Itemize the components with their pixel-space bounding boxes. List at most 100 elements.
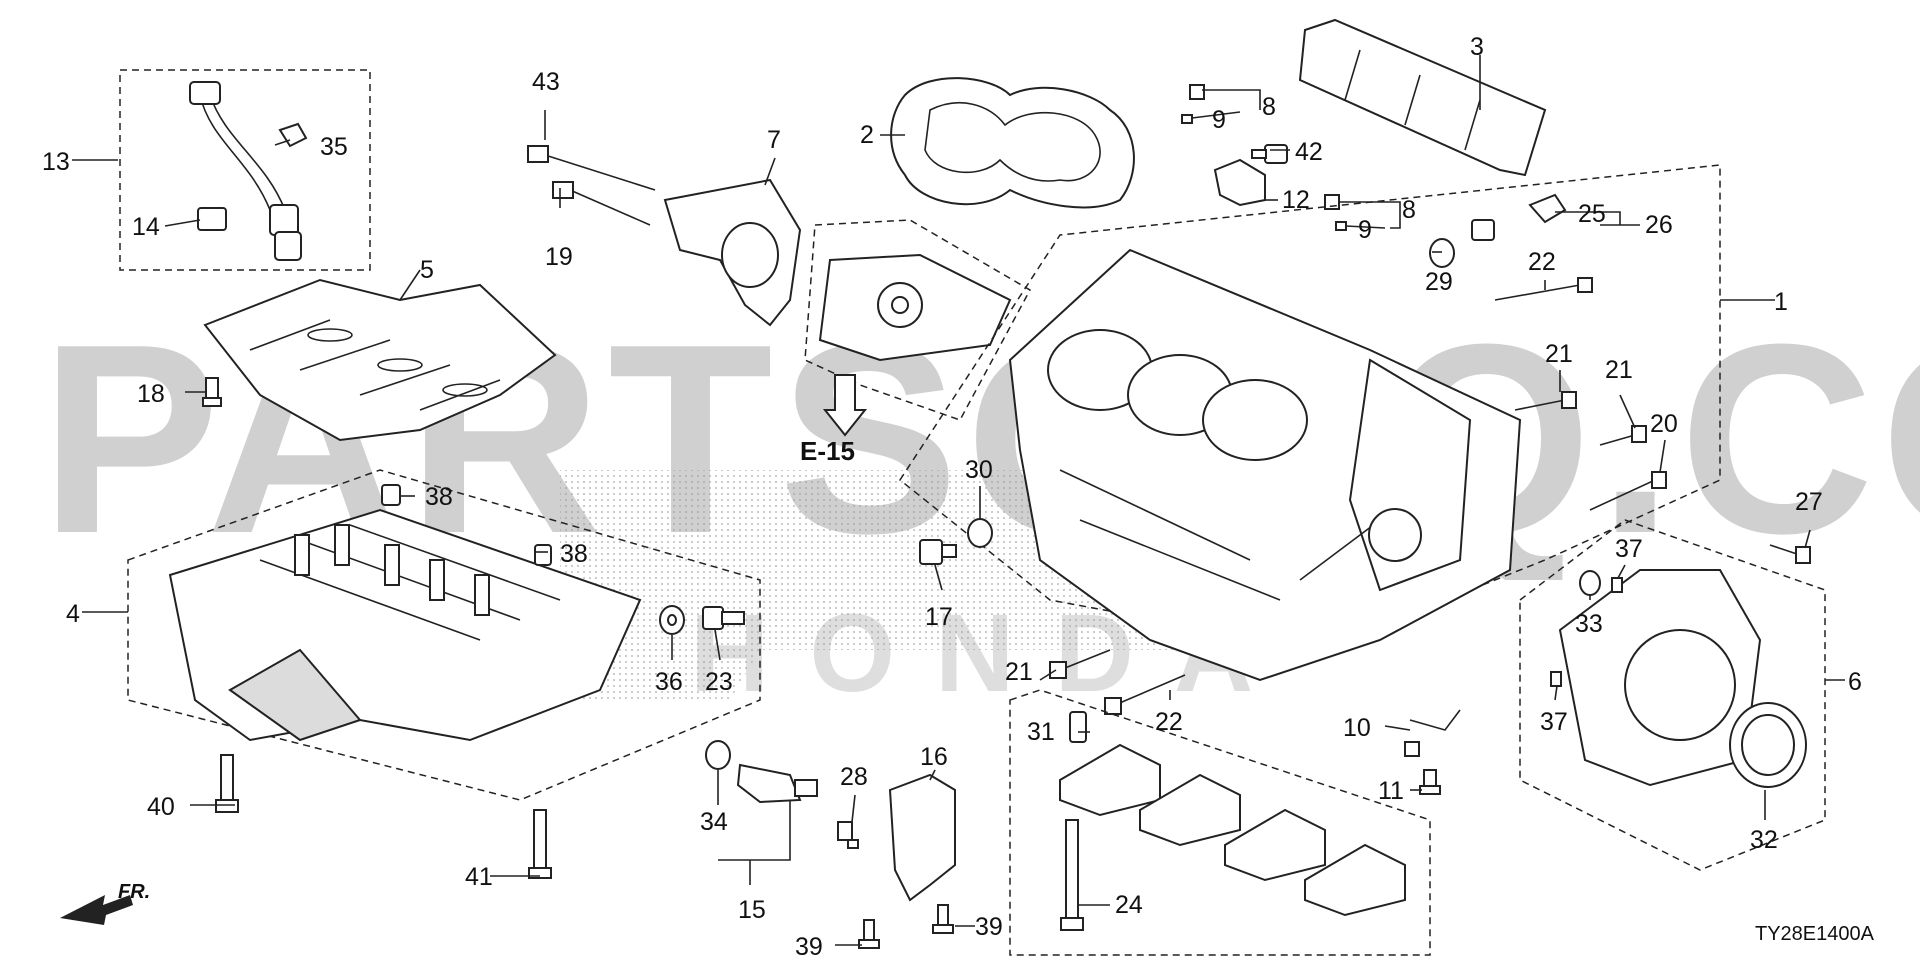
callout-22b: 22 — [1155, 708, 1183, 736]
callout-26: 26 — [1645, 211, 1673, 239]
callout-34: 34 — [700, 808, 728, 836]
pin-9a[interactable] — [1181, 114, 1193, 124]
oil-jet-10[interactable] — [1404, 709, 1461, 757]
callout-9b: 9 — [1358, 216, 1372, 244]
callout-11: 11 — [1378, 777, 1404, 805]
oil-gallery-3[interactable] — [1298, 18, 1547, 177]
callout-21a: 21 — [1545, 340, 1573, 368]
oil-pan-group-box — [127, 469, 761, 801]
callout-6: 6 — [1848, 668, 1862, 696]
dowel-38b[interactable] — [534, 544, 552, 566]
bolt-21a[interactable] — [1514, 391, 1577, 411]
callout-35: 35 — [320, 133, 348, 161]
oil-seal-32[interactable] — [1729, 702, 1807, 788]
callout-16: 16 — [920, 743, 948, 771]
plug-17[interactable] — [919, 539, 957, 565]
bolt-22b[interactable] — [1104, 674, 1186, 715]
callout-31: 31 — [1027, 718, 1055, 746]
bolt-18[interactable] — [202, 377, 222, 407]
bolt-39b[interactable] — [932, 904, 954, 934]
bolt-39a[interactable] — [858, 919, 880, 949]
bolt-20[interactable] — [1589, 471, 1667, 511]
shaded-area — [560, 470, 1300, 700]
o-ring-33[interactable] — [1579, 570, 1601, 596]
callout-1: 1 — [1774, 288, 1788, 316]
long-bolt-43[interactable] — [527, 145, 656, 191]
connector-14[interactable] — [197, 207, 227, 231]
washer-30[interactable] — [967, 518, 993, 548]
oil-pressure-switch-25[interactable] — [1528, 193, 1567, 224]
callout-42: 42 — [1295, 138, 1323, 166]
bolt-8a[interactable] — [1189, 84, 1205, 100]
callout-39b: 39 — [975, 913, 1003, 941]
knock-sensor-12[interactable] — [1213, 158, 1266, 207]
bearing-cap-set[interactable] — [1059, 743, 1406, 917]
diagram-code: TY28E1400A — [1755, 923, 1875, 945]
wire-harness[interactable] — [189, 81, 302, 261]
callout-38b: 38 — [560, 540, 588, 568]
dowel-37b[interactable] — [1550, 671, 1562, 687]
solenoid-valve-15[interactable] — [736, 763, 818, 804]
drain-bolt-23[interactable] — [702, 606, 745, 630]
callout-22a: 22 — [1528, 248, 1556, 276]
head-gasket-2[interactable] — [890, 77, 1135, 209]
callout-30: 30 — [965, 456, 993, 484]
callout-43: 43 — [532, 68, 560, 96]
water-pump[interactable] — [818, 253, 1012, 362]
long-bolt-19[interactable] — [552, 181, 651, 226]
callout-3: 3 — [1470, 33, 1484, 61]
rear-oil-seal-case[interactable] — [1558, 569, 1762, 787]
callout-38a: 38 — [425, 483, 453, 511]
callout-15: 15 — [738, 896, 766, 924]
harness-group-box — [119, 69, 371, 271]
leader-lines — [72, 55, 1845, 946]
callout-12: 12 — [1282, 186, 1310, 214]
bolt-21c[interactable] — [1049, 649, 1111, 679]
callout-39a: 39 — [795, 933, 823, 960]
callout-36: 36 — [655, 668, 683, 696]
cylinder-block[interactable] — [1008, 248, 1522, 682]
bolt-11[interactable] — [1419, 769, 1441, 795]
callout-20: 20 — [1650, 410, 1678, 438]
washer-29[interactable] — [1429, 238, 1455, 268]
dowel-37a[interactable] — [1611, 577, 1623, 593]
callout-18: 18 — [137, 380, 165, 408]
washer-36[interactable] — [659, 605, 685, 635]
bolt-28[interactable] — [837, 821, 859, 849]
cover-plate-16[interactable] — [888, 773, 956, 902]
bolt-42[interactable] — [1251, 144, 1288, 164]
callout-25: 25 — [1578, 200, 1606, 228]
callout-9a: 9 — [1212, 106, 1226, 134]
front-arrow: FR. — [60, 881, 150, 925]
block-group-box — [898, 164, 1721, 651]
callout-21b: 21 — [1605, 356, 1633, 384]
oil-pan[interactable] — [168, 508, 642, 742]
callout-2: 2 — [860, 121, 874, 149]
callout-8a: 8 — [1262, 93, 1276, 121]
o-ring-34[interactable] — [705, 740, 731, 770]
callout-17: 17 — [925, 603, 953, 631]
callouts: 1 2 3 4 5 6 7 8 8 9 9 10 11 12 13 14 15 … — [42, 33, 1862, 960]
pin-9b[interactable] — [1335, 221, 1347, 231]
callout-4: 4 — [66, 600, 80, 628]
callout-14: 14 — [132, 213, 160, 241]
mount-bracket[interactable] — [663, 178, 802, 327]
bolt-22a[interactable] — [1494, 277, 1593, 301]
callout-40: 40 — [147, 793, 175, 821]
callout-32: 32 — [1750, 826, 1778, 854]
reference-arrow[interactable]: E-15 — [800, 374, 868, 466]
callout-28: 28 — [840, 763, 868, 791]
plug-26[interactable] — [1471, 219, 1495, 241]
bolt-27[interactable] — [1769, 544, 1811, 564]
callout-5: 5 — [420, 256, 434, 284]
stud-41[interactable] — [528, 809, 552, 879]
bolt-21b[interactable] — [1599, 425, 1647, 446]
callout-27: 27 — [1795, 488, 1823, 516]
cap-bolt-24[interactable] — [1060, 819, 1084, 931]
dowel-31[interactable] — [1069, 711, 1087, 743]
dowel-38a[interactable] — [381, 484, 401, 506]
baffle-plate[interactable] — [203, 278, 557, 442]
bolt-40[interactable] — [215, 754, 239, 813]
